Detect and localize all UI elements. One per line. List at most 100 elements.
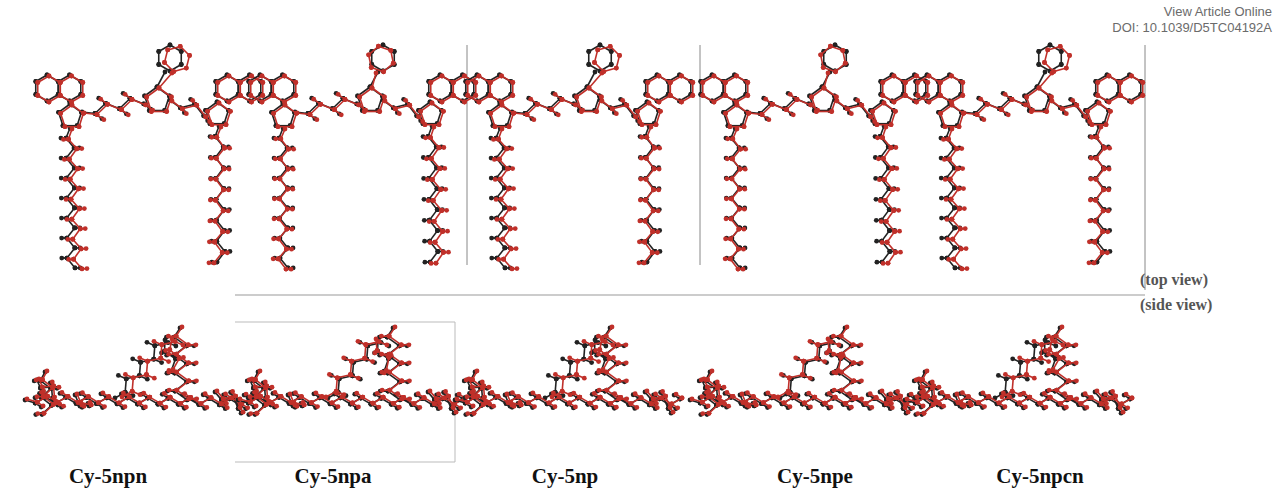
atom bbox=[65, 237, 70, 242]
atom bbox=[174, 352, 179, 357]
atom bbox=[65, 217, 70, 222]
atom bbox=[291, 147, 296, 152]
atom bbox=[277, 217, 282, 222]
atom bbox=[429, 261, 434, 266]
atom bbox=[194, 103, 199, 108]
atom bbox=[271, 80, 276, 85]
atom bbox=[194, 360, 199, 365]
atom bbox=[76, 186, 81, 191]
atom bbox=[152, 376, 157, 381]
atom bbox=[35, 400, 40, 405]
atom bbox=[180, 325, 185, 330]
atom bbox=[271, 256, 276, 261]
atom bbox=[53, 399, 58, 404]
atom bbox=[440, 74, 445, 79]
atom bbox=[283, 103, 288, 108]
atom bbox=[40, 385, 45, 390]
atom bbox=[290, 207, 295, 212]
atom bbox=[80, 390, 85, 395]
atom bbox=[144, 95, 149, 100]
atom bbox=[186, 379, 191, 384]
atom bbox=[167, 388, 172, 393]
atom bbox=[178, 44, 183, 49]
atom bbox=[166, 352, 171, 357]
atom bbox=[57, 385, 62, 390]
atom bbox=[220, 250, 225, 255]
atom bbox=[260, 74, 265, 79]
atom bbox=[209, 156, 214, 161]
atom bbox=[83, 226, 88, 231]
atom bbox=[35, 93, 40, 98]
atom bbox=[186, 361, 191, 366]
atom bbox=[273, 136, 278, 141]
atom bbox=[143, 103, 148, 108]
atom bbox=[145, 359, 150, 364]
atom bbox=[51, 384, 56, 389]
atom bbox=[157, 86, 162, 91]
atom bbox=[441, 250, 446, 255]
atom bbox=[437, 145, 442, 150]
atom bbox=[212, 240, 217, 245]
atom bbox=[66, 394, 71, 399]
atom bbox=[295, 111, 300, 116]
atom bbox=[88, 400, 93, 405]
atom bbox=[149, 109, 154, 114]
atom bbox=[80, 266, 85, 271]
atom bbox=[422, 218, 427, 223]
atom bbox=[59, 236, 64, 241]
atom bbox=[446, 250, 451, 255]
atom bbox=[68, 177, 73, 182]
atom bbox=[221, 396, 226, 401]
atom bbox=[441, 109, 446, 114]
atom bbox=[69, 217, 74, 222]
atom bbox=[444, 208, 449, 213]
atom bbox=[130, 389, 135, 394]
atom bbox=[45, 394, 50, 399]
atom bbox=[225, 229, 230, 234]
atom bbox=[433, 240, 438, 245]
atom bbox=[227, 74, 232, 79]
atom bbox=[82, 111, 87, 116]
atom bbox=[208, 177, 213, 182]
atom bbox=[105, 102, 110, 107]
atom bbox=[428, 135, 433, 140]
atom bbox=[271, 93, 276, 98]
atom bbox=[138, 392, 143, 397]
atom bbox=[214, 156, 219, 161]
molecule-structure bbox=[35, 44, 265, 271]
atom bbox=[147, 395, 152, 400]
atom bbox=[222, 146, 227, 151]
atom bbox=[126, 112, 131, 117]
atom bbox=[260, 93, 265, 98]
atom bbox=[85, 266, 90, 271]
atom bbox=[166, 359, 171, 364]
atom bbox=[152, 339, 157, 344]
atom bbox=[209, 395, 214, 400]
atom bbox=[75, 166, 80, 171]
atom bbox=[272, 196, 277, 201]
atom bbox=[241, 410, 246, 415]
atom bbox=[215, 93, 220, 98]
atom bbox=[462, 100, 467, 105]
atom bbox=[167, 370, 172, 375]
atom bbox=[62, 157, 67, 162]
atom bbox=[42, 411, 47, 416]
atom bbox=[278, 157, 283, 162]
atom bbox=[245, 405, 250, 410]
atom bbox=[117, 400, 122, 405]
atom bbox=[101, 117, 106, 122]
atom bbox=[156, 49, 161, 54]
atom bbox=[143, 404, 148, 409]
atom bbox=[439, 208, 444, 213]
atom bbox=[41, 404, 46, 409]
atom bbox=[63, 124, 68, 129]
atom bbox=[220, 229, 225, 234]
atom bbox=[213, 198, 218, 203]
atom bbox=[423, 122, 428, 127]
atom bbox=[445, 229, 450, 234]
atom bbox=[162, 391, 167, 396]
atom bbox=[381, 69, 386, 74]
atom bbox=[74, 146, 79, 151]
